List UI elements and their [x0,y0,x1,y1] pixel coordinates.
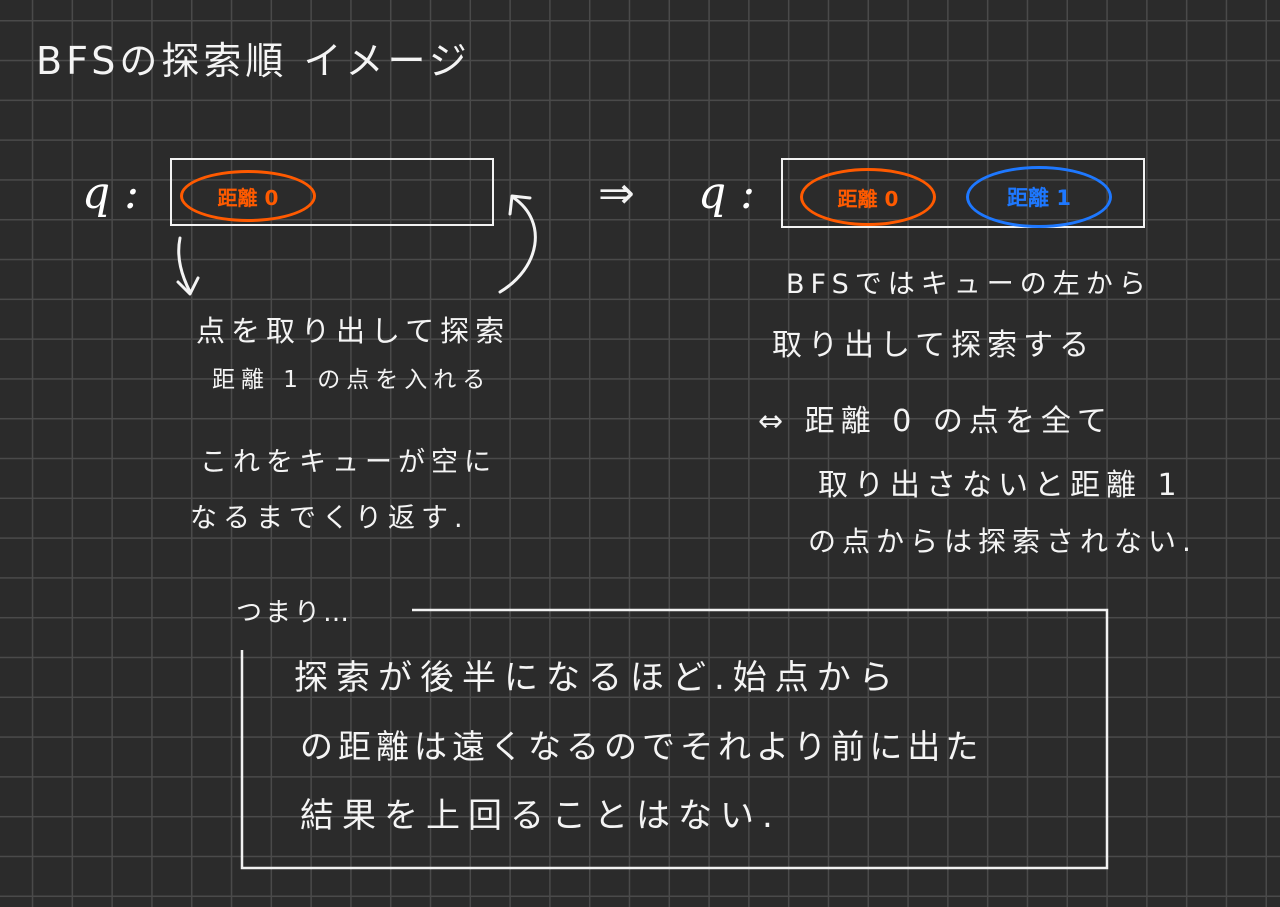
queue-item-label: 距離 0 [217,185,279,210]
queue-box-left [170,158,494,226]
dequeue-arrow-head [176,276,200,296]
conclusion-line2: の距離は遠くなるのでそれより前に出た [300,727,984,766]
enqueue-arrow-head [508,194,532,216]
queue-label-right: q : [698,168,755,219]
right-note-line2: 取り出して探索する [772,328,1096,363]
queue-box-right [781,158,1145,228]
transition-arrow: ⇒ [598,168,635,219]
right-note-line4: 取り出さないと距離 1 [818,468,1183,503]
conclusion-box [240,608,1109,870]
left-note-line4: なるまでくり返す. [190,503,469,534]
conclusion-line1: 探索が後半になるほど.始点から [294,658,901,698]
dequeue-arrow [177,236,192,294]
conclusion-lead: つまり… [236,598,353,628]
conclusion-line3: 結果を上回ることはない. [300,796,781,836]
queue-label-left: q : [82,168,139,219]
right-note-line5: の点からは探索されない. [808,525,1197,558]
queue-item-distance-1: 距離 1 [966,166,1112,228]
queue-item-distance-0: 距離 0 [180,170,316,222]
right-note-line1: BFSではキューの左から [786,269,1152,300]
queue-item-label: 距離 1 [1007,186,1071,210]
left-note-line1: 点を取り出して探索 [196,314,511,348]
queue-item-distance-0: 距離 0 [800,168,936,226]
queue-item-label: 距離 0 [837,186,899,211]
page-title: BFSの探索順 イメージ [36,39,471,83]
right-note-line3: ⇔ 距離 0 の点を全て [758,404,1113,439]
left-note-line3: これをキューが空に [200,447,497,478]
enqueue-arrow [498,196,537,294]
left-note-line2: 距離 1 の点を入れる [212,367,492,393]
